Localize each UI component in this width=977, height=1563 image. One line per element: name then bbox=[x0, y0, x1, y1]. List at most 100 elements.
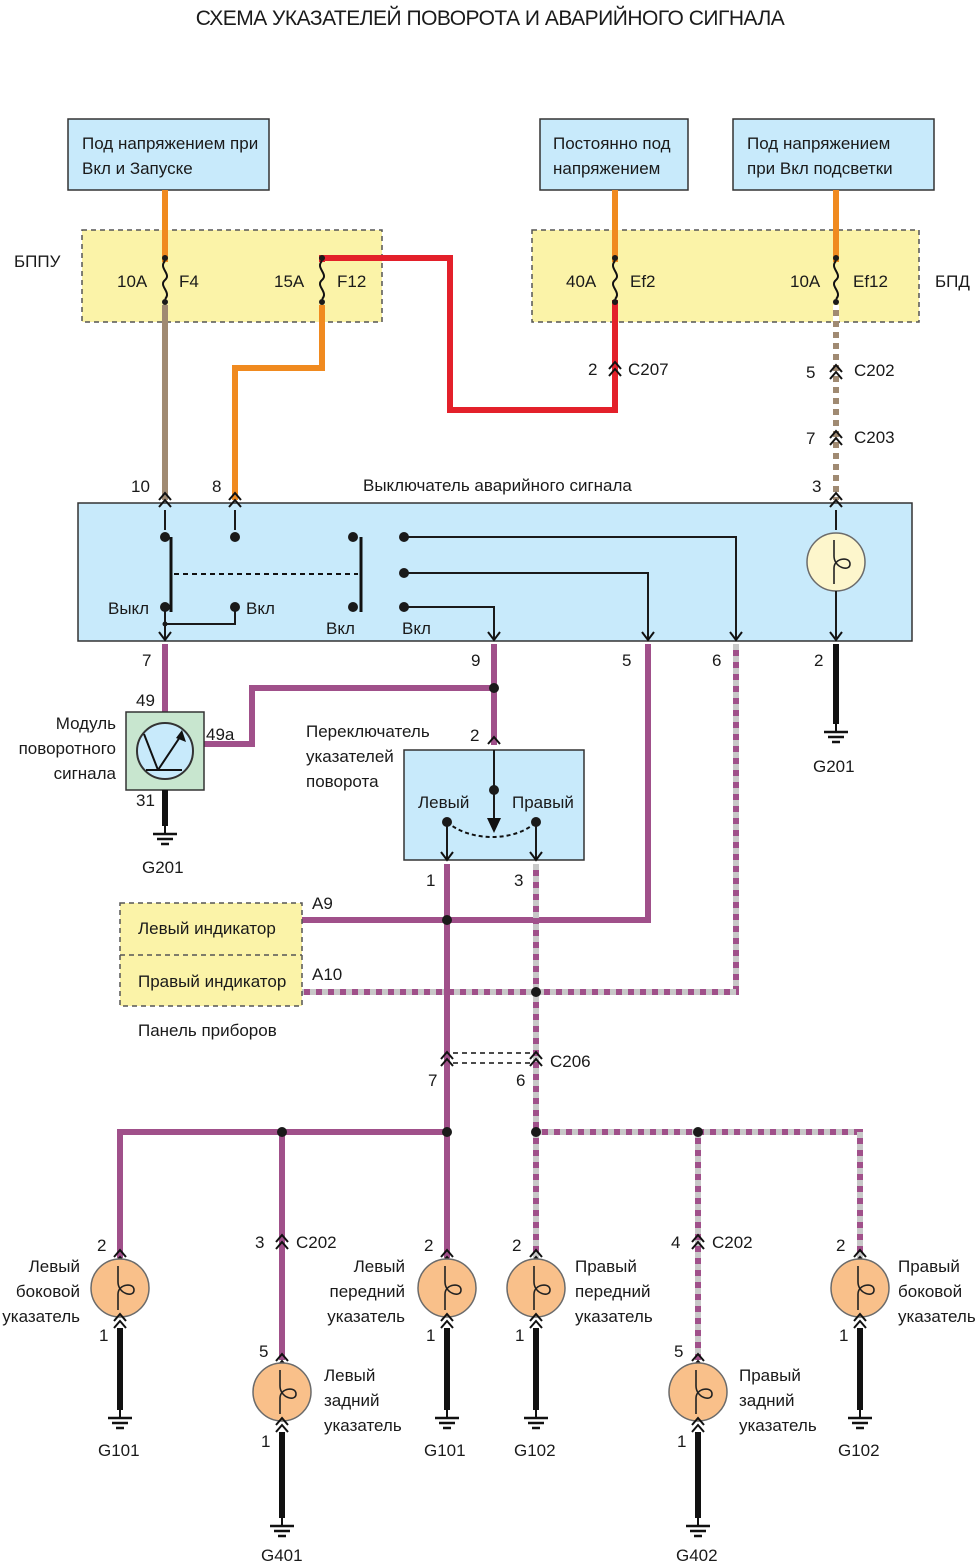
turn-switch-left: Левый bbox=[418, 793, 469, 812]
ground-g201-right-icon bbox=[822, 722, 850, 744]
power-source-const bbox=[539, 118, 689, 191]
ground-g402: G402 bbox=[676, 1546, 718, 1563]
lamp-right-rear-icon bbox=[668, 1362, 728, 1422]
lamp-left-side-l3: указатель bbox=[2, 1307, 80, 1326]
c206-label: C206 bbox=[550, 1052, 591, 1071]
c207-pin: 2 bbox=[588, 360, 597, 379]
c207-label: C207 bbox=[628, 360, 669, 379]
ground-g102-b: G102 bbox=[838, 1441, 880, 1460]
ground-g101-b-icon bbox=[433, 1408, 461, 1430]
hazard-on-label-3: Вкл bbox=[402, 619, 431, 638]
fuse-block-right-label: БПД bbox=[935, 272, 970, 291]
lamp-right-front-l3: указатель bbox=[575, 1307, 653, 1326]
lamp-left-front-icon bbox=[417, 1258, 477, 1318]
cluster-pin-a9: A9 bbox=[312, 894, 333, 913]
hazard-pin-9: 9 bbox=[471, 651, 480, 670]
lamp-left-rear-l2: задний bbox=[324, 1391, 380, 1410]
lamp-right-rear-pin1: 5 bbox=[674, 1342, 683, 1361]
lamp-right-front-l1: Правый bbox=[575, 1257, 637, 1276]
flasher-pin-31: 31 bbox=[136, 791, 155, 810]
lamp-right-side-l2: боковой bbox=[898, 1282, 962, 1301]
lamp-right-rear-l3: указатель bbox=[739, 1416, 817, 1435]
cluster-pin-a10: A10 bbox=[312, 965, 342, 984]
lamp-left-front-pin2: 1 bbox=[426, 1326, 435, 1345]
power-const-line2: напряжением bbox=[553, 159, 660, 178]
lamp-left-side-pin1: 2 bbox=[97, 1236, 106, 1255]
ground-g102-a-icon bbox=[522, 1408, 550, 1430]
fuse-block-bpd bbox=[531, 229, 920, 323]
hazard-off-label: Выкл bbox=[108, 599, 149, 618]
lamp-right-front-icon bbox=[506, 1258, 566, 1318]
c206-pin-left: 7 bbox=[428, 1071, 437, 1090]
power-ign-line2: Вкл и Запуске bbox=[82, 159, 193, 178]
hazard-on-label-1: Вкл bbox=[246, 599, 275, 618]
c202-right-pin: 4 bbox=[671, 1233, 680, 1252]
hazard-pin-7: 7 bbox=[142, 651, 151, 670]
c202-top-label: C202 bbox=[854, 361, 895, 380]
fuse-ef12-rating: 10A bbox=[790, 272, 821, 291]
lamp-left-side-icon bbox=[90, 1258, 150, 1318]
lamp-right-front-l2: передний bbox=[575, 1282, 651, 1301]
c202-right-label: C202 bbox=[712, 1233, 753, 1252]
ground-g101-a: G101 bbox=[98, 1441, 140, 1460]
flasher-label-3: сигнала bbox=[54, 764, 117, 783]
ground-g201-left: G201 bbox=[142, 858, 184, 877]
lamp-left-side-l2: боковой bbox=[16, 1282, 80, 1301]
lamp-left-rear-pin2: 1 bbox=[261, 1432, 270, 1451]
fuse-block-bppu bbox=[81, 229, 383, 323]
lamp-right-side-l1: Правый bbox=[898, 1257, 960, 1276]
wire-49a-pin9 bbox=[204, 685, 494, 747]
ground-g401: G401 bbox=[261, 1546, 303, 1563]
lamp-left-front-l2: передний bbox=[330, 1282, 406, 1301]
fuse-ef12-name: Ef12 bbox=[853, 272, 888, 291]
diagram-title: СХЕМА УКАЗАТЕЛЕЙ ПОВОРОТА И АВАРИЙНОГО С… bbox=[196, 6, 785, 30]
fuse-ef2-name: Ef2 bbox=[630, 272, 656, 291]
c206-pin-right: 6 bbox=[516, 1071, 525, 1090]
ground-g201-left-icon bbox=[151, 824, 179, 846]
lamp-left-rear-icon bbox=[252, 1362, 312, 1422]
flasher-label-2: поворотного bbox=[19, 739, 116, 758]
flasher-label-1: Модуль bbox=[56, 714, 116, 733]
lamp-left-rear-pin1: 5 bbox=[259, 1342, 268, 1361]
turn-switch-label-3: поворота bbox=[306, 772, 379, 791]
turn-switch-pin-1: 1 bbox=[426, 871, 435, 890]
flasher-relay-icon bbox=[136, 722, 194, 780]
power-source-ign bbox=[67, 118, 270, 191]
lamp-right-front-pin1: 2 bbox=[512, 1236, 521, 1255]
flasher-pin-49: 49 bbox=[136, 691, 155, 710]
c202-left-pin: 3 bbox=[255, 1233, 264, 1252]
power-source-light bbox=[732, 118, 935, 191]
c202-top-pin: 5 bbox=[806, 363, 815, 382]
power-light-line2: при Вкл подсветки bbox=[747, 159, 893, 178]
lamp-left-side-pin2: 1 bbox=[99, 1326, 108, 1345]
hazard-pin-3: 3 bbox=[812, 477, 821, 496]
hazard-pin-6: 6 bbox=[712, 651, 721, 670]
turn-switch-label-2: указателей bbox=[306, 747, 394, 766]
lamp-right-side-pin2: 1 bbox=[839, 1326, 848, 1345]
lamp-left-front-pin1: 2 bbox=[424, 1236, 433, 1255]
lamp-left-rear-l1: Левый bbox=[324, 1366, 375, 1385]
hazard-switch-label: Выключатель аварийного сигнала bbox=[363, 476, 632, 495]
hazard-pin-8: 8 bbox=[212, 477, 221, 496]
hazard-indicator-lamp-icon bbox=[806, 532, 866, 592]
wire-left-bus bbox=[117, 1129, 447, 1258]
lamp-left-front-l1: Левый bbox=[354, 1257, 405, 1276]
cluster-left-indicator: Левый индикатор bbox=[138, 919, 276, 938]
fuse-ef12-icon bbox=[833, 255, 839, 305]
hazard-pin-10: 10 bbox=[131, 477, 150, 496]
lamp-left-front-l3: указатель bbox=[327, 1307, 405, 1326]
c202-left-label: C202 bbox=[296, 1233, 337, 1252]
lamp-right-rear-l2: задний bbox=[739, 1391, 795, 1410]
ground-g201-right: G201 bbox=[813, 757, 855, 776]
power-light-line1: Под напряжением bbox=[747, 134, 890, 153]
fuse-ef2-rating: 40A bbox=[566, 272, 597, 291]
cluster-label: Панель приборов bbox=[138, 1021, 277, 1040]
hazard-pin-5: 5 bbox=[622, 651, 631, 670]
ground-g101-a-icon bbox=[106, 1408, 134, 1430]
c203-pin: 7 bbox=[806, 429, 815, 448]
lamp-right-rear-pin2: 1 bbox=[677, 1432, 686, 1451]
ground-g102-b-icon bbox=[846, 1408, 874, 1430]
fuse-f4-name: F4 bbox=[179, 272, 199, 291]
ground-g102-a: G102 bbox=[514, 1441, 556, 1460]
flasher-pin-49a: 49a bbox=[206, 725, 235, 744]
